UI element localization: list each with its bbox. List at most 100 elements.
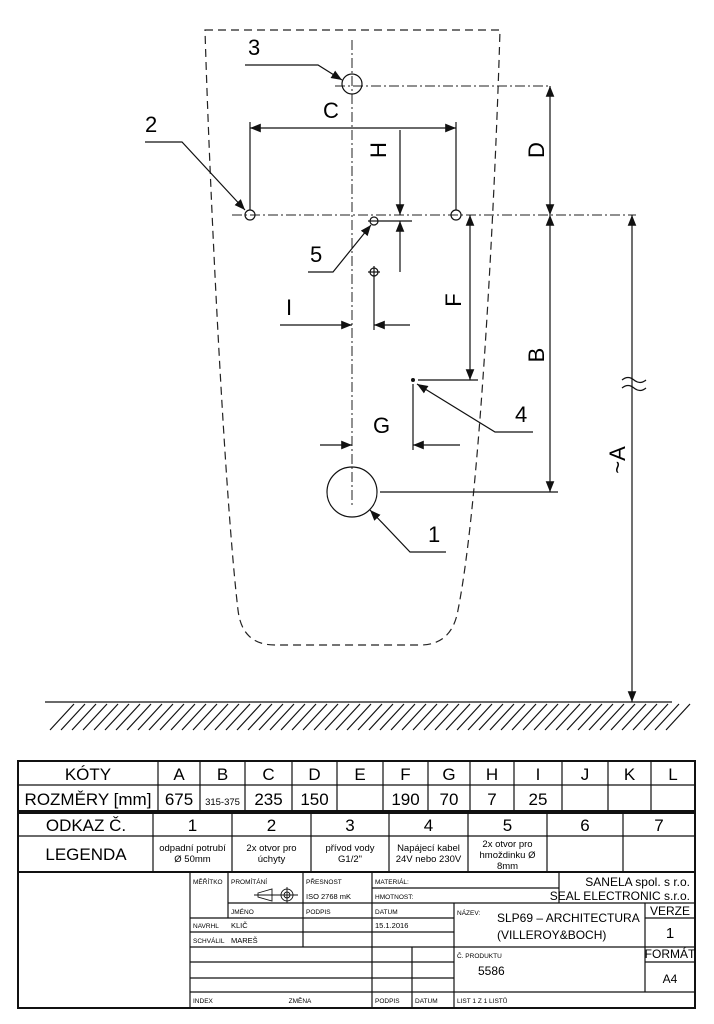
hatch-line (412, 703, 438, 731)
dim-label-d: D (524, 142, 549, 158)
hatch-line (632, 703, 658, 731)
legend-number: 6 (580, 816, 589, 835)
hatch-line (247, 703, 273, 731)
hatch-line (643, 703, 669, 731)
hatch-line (302, 703, 328, 731)
produkt-label: Č. PRODUKTU (457, 951, 502, 960)
hatch-line (478, 703, 504, 731)
hatch-line (49, 703, 75, 731)
dim-label-g: G (373, 413, 390, 438)
hatch-line (500, 703, 526, 731)
hatch-line (60, 703, 86, 731)
dim-column-header: J (581, 765, 590, 784)
floor-hatching (45, 701, 691, 731)
hatch-line (159, 703, 185, 731)
hatch-line (665, 703, 691, 731)
dim-column-header: G (442, 765, 455, 784)
hatch-line (335, 703, 361, 731)
dim-value: 675 (165, 790, 193, 809)
odkaz-label: ODKAZ Č. (46, 816, 126, 835)
hatch-line (379, 703, 405, 731)
hatch-line (621, 703, 647, 731)
hatch-line (357, 703, 383, 731)
hatch-line (511, 703, 537, 731)
callout-5: 5 (310, 242, 322, 267)
dim-label-a: ~A (605, 446, 630, 474)
hatch-line (445, 703, 471, 731)
hatch-line (324, 703, 350, 731)
callout-2: 2 (145, 112, 157, 137)
hatch-line (236, 703, 262, 731)
hatch-line (522, 703, 548, 731)
dim-value: 70 (440, 790, 459, 809)
hatch-line (599, 703, 625, 731)
hatch-line (588, 703, 614, 731)
list-label: LIST 1 Z 1 LISTŮ (457, 996, 508, 1005)
verze-label: VERZE (650, 904, 690, 918)
callout-3: 3 (248, 35, 260, 60)
legend-number: 5 (503, 816, 512, 835)
legend-text: 2x otvor pro (246, 843, 296, 854)
hatch-line (269, 703, 295, 731)
dim-label-c: C (323, 98, 339, 123)
legend-text: G1/2" (338, 854, 362, 865)
point-4 (411, 378, 415, 382)
callout-1: 1 (428, 522, 440, 547)
hole-3 (341, 73, 363, 95)
hatch-line (181, 703, 207, 731)
hatch-line (423, 703, 449, 731)
hatch-line (126, 703, 152, 731)
navrhl-date: 15.1.2016 (375, 921, 408, 930)
datum2-label: DATUM (415, 998, 438, 1005)
legend-text: odpadní potrubí (159, 843, 226, 854)
legenda-label: LEGENDA (45, 845, 127, 864)
rozmery-label: ROZMĚRY [mm] (25, 790, 152, 809)
hmotnost-label: HMOTNOST: (375, 894, 413, 901)
schvalil-name: MAREŠ (231, 936, 258, 945)
hatch-line (192, 703, 218, 731)
format-value: A4 (663, 972, 678, 986)
legend-text: úchyty (258, 854, 286, 865)
legend-text: 2x otvor pro (482, 839, 532, 850)
verze-value: 1 (666, 925, 674, 942)
legend-text: hmoždinku Ø (480, 850, 537, 861)
hatch-line (544, 703, 570, 731)
zmena-label: ZMĚNA (289, 996, 312, 1005)
callout-4: 4 (515, 402, 527, 427)
hatch-line (368, 703, 394, 731)
dim-column-header: E (354, 765, 365, 784)
dim-column-header: C (262, 765, 274, 784)
hatch-line (93, 703, 119, 731)
dim-column-header: F (400, 765, 410, 784)
hatch-line (170, 703, 196, 731)
koty-label: KÓTY (65, 765, 111, 784)
company-name-1: SANELA spol. s r.o. (585, 875, 690, 889)
legend-text: 8mm (497, 861, 518, 872)
legend-number: 1 (188, 816, 197, 835)
hatch-line (258, 703, 284, 731)
schvalil-label: SCHVÁLIL (193, 936, 225, 945)
hatch-line (489, 703, 515, 731)
hatch-line (104, 703, 130, 731)
dim-value: 315-375 (205, 797, 240, 808)
dim-label-b: B (524, 348, 549, 363)
projection-symbol-icon (254, 887, 298, 903)
dim-value: 7 (487, 790, 496, 809)
podpis-label: PODPIS (306, 909, 331, 916)
podpis2-label: PODPIS (375, 998, 400, 1005)
legend-number: 2 (267, 816, 276, 835)
navrhl-label: NAVRHL (193, 923, 219, 930)
dim-value: 235 (254, 790, 282, 809)
promitani-label: PROMÍTÁNÍ (231, 877, 267, 886)
hatch-line (225, 703, 251, 731)
datum-label: DATUM (375, 909, 398, 916)
hatch-line (203, 703, 229, 731)
legend-text: Ø 50mm (174, 854, 211, 865)
dim-column-header: B (217, 765, 228, 784)
format-label: FORMÁT (645, 946, 696, 961)
legend-number: 4 (424, 816, 433, 835)
hatch-line (71, 703, 97, 731)
hatch-line (467, 703, 493, 731)
